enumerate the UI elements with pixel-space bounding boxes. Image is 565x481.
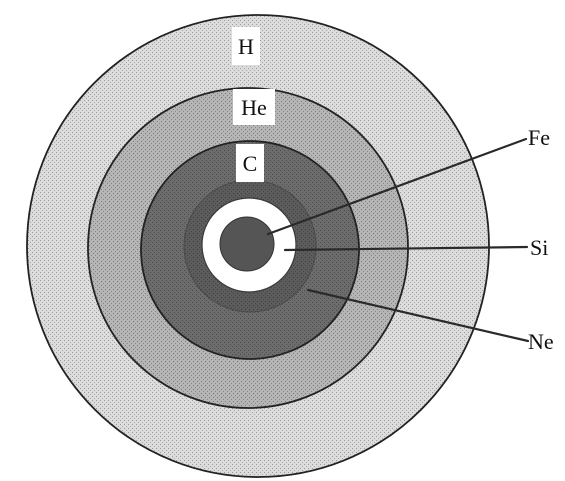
label-c: C (236, 144, 264, 182)
callout-label-ne: Ne (528, 329, 554, 354)
callout-label-fe: Fe (528, 125, 550, 150)
layer-label-he: He (241, 95, 267, 120)
label-he: He (233, 89, 275, 125)
label-h: H (232, 27, 260, 65)
callout-label-si: Si (530, 235, 548, 260)
iron-core (220, 217, 274, 271)
layer-label-h: H (238, 34, 254, 59)
layer-label-c: C (243, 151, 258, 176)
